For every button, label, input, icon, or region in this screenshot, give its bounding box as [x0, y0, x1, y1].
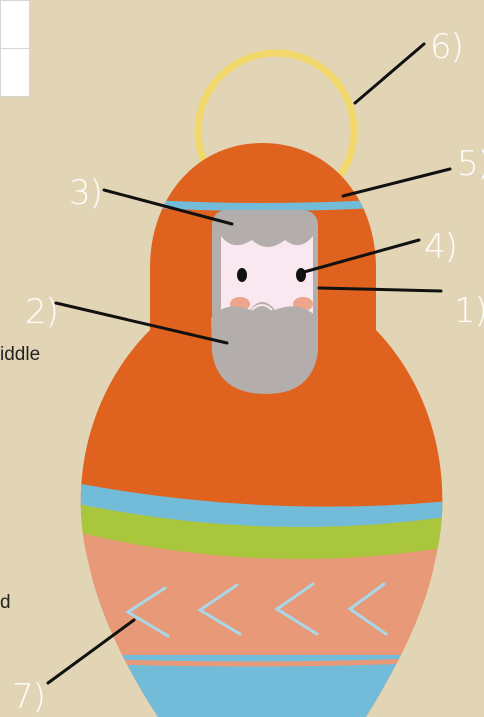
leader-line [355, 44, 424, 103]
callout-label-5: 5) [457, 144, 484, 184]
right-eye [296, 268, 306, 282]
hair-fringe [221, 226, 313, 247]
callout-label-2: 2) [25, 292, 58, 332]
leader-line [343, 169, 450, 196]
beard [211, 302, 318, 394]
callout-label-7: 7) [12, 677, 45, 717]
face-window [211, 210, 318, 394]
callout-label-1: 1) [454, 291, 484, 331]
callout-label-3: 3) [69, 173, 102, 213]
left-eye [237, 268, 247, 282]
callout-label-6: 6) [430, 27, 463, 67]
callout-label-4: 4) [424, 227, 457, 267]
